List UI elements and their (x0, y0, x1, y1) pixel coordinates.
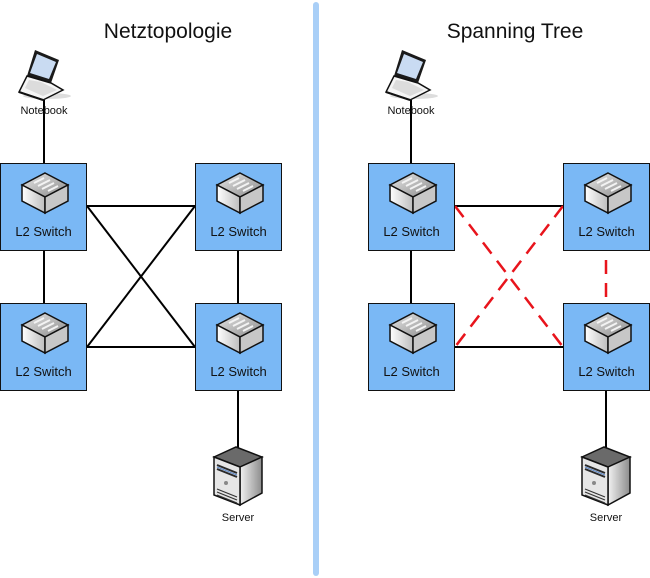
switch-bottom-right[interactable]: L2 Switch (563, 303, 650, 391)
server-icon (580, 446, 632, 507)
server-label: Server (221, 512, 255, 524)
switch-icon (20, 312, 70, 355)
panel-title-netztopologie: Netztopologie (103, 20, 233, 43)
switch-label: L2 Switch (15, 364, 72, 379)
server-label: Server (589, 512, 623, 524)
switch-icon (388, 172, 438, 215)
link-top-right-to-bottom-left (86, 205, 196, 348)
server-left[interactable] (210, 443, 266, 512)
notebook-label: Notebook (20, 105, 68, 117)
panel-right-links (410, 100, 608, 450)
notebook-right[interactable] (384, 48, 439, 108)
laptop-icon (17, 50, 71, 101)
server-right[interactable] (578, 443, 634, 512)
switch-label: L2 Switch (15, 224, 72, 239)
switch-icon (388, 312, 438, 355)
switch-bottom-left[interactable]: L2 Switch (0, 303, 87, 391)
switch-label: L2 Switch (383, 364, 440, 379)
switch-label: L2 Switch (383, 224, 440, 239)
switch-label: L2 Switch (578, 224, 635, 239)
switch-bottom-right[interactable]: L2 Switch (195, 303, 282, 391)
laptop-icon (384, 50, 438, 101)
switch-label: L2 Switch (578, 364, 635, 379)
notebook-left[interactable] (17, 48, 72, 108)
switch-label: L2 Switch (210, 364, 267, 379)
switch-bottom-left[interactable]: L2 Switch (368, 303, 455, 391)
link-top-right-to-bottom-left-blocked (454, 205, 564, 348)
server-icon (212, 446, 264, 507)
switch-icon (20, 172, 70, 215)
switch-top-left[interactable]: L2 Switch (0, 163, 87, 251)
notebook-label: Notebook (387, 105, 435, 117)
panel-left-links (43, 100, 239, 450)
switch-icon (215, 312, 265, 355)
link-top-left-to-bottom-right-blocked (454, 205, 564, 348)
switch-icon (583, 172, 633, 215)
panel-title-spanning-tree: Spanning Tree (446, 20, 584, 43)
switch-icon (583, 312, 633, 355)
switch-top-left[interactable]: L2 Switch (368, 163, 455, 251)
switch-top-right[interactable]: L2 Switch (195, 163, 282, 251)
panel-divider (313, 2, 319, 576)
switch-top-right[interactable]: L2 Switch (563, 163, 650, 251)
switch-label: L2 Switch (210, 224, 267, 239)
switch-icon (215, 172, 265, 215)
